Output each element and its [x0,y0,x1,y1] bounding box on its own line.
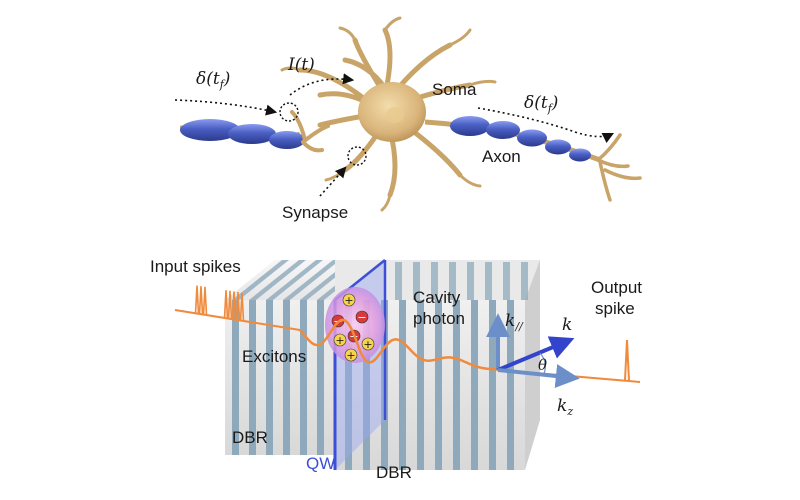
polariton-device: +−−+−++ Input spikes Cavity photon Outpu… [150,257,642,482]
output-label-line2: spike [595,299,635,318]
dbr-right-block [335,260,540,470]
dbr-layer [435,300,442,470]
output-spike [624,339,630,382]
input-spike [227,290,233,319]
outgoing-signal-arrow [477,107,615,144]
current-label: I(t) [287,55,315,75]
dbr-layer [467,262,474,300]
dbr-right-label: DBR [376,463,412,482]
incoming-signal-arrow [174,99,278,116]
dbr-layer [485,262,492,300]
dbr-layer [395,262,402,300]
myelin-segment [545,139,571,155]
dbr-layer [266,260,323,300]
plus-sign: + [346,349,355,362]
input-spike-train [194,285,245,321]
dbr-layer [413,262,420,300]
dbr-layer [471,300,478,470]
excitons-label: Excitons [242,347,306,366]
dbr-layer [507,300,514,470]
cavity-photon-wave [299,318,501,372]
hole-charge [342,293,356,307]
input-spikes-label: Input spikes [150,257,241,276]
input-spike [194,285,200,314]
cavity-label-line2: photon [413,309,465,328]
plus-sign: + [344,294,353,307]
kz-arrow [497,364,580,388]
dbr-layer [417,300,424,470]
dbr-layer [232,300,239,455]
dbr-layer [363,300,370,470]
synapse-marker-upper [279,102,299,122]
hole-charge [344,348,358,362]
plus-sign: + [335,334,344,347]
dbr-layer [249,260,306,300]
dbr-layer [283,260,340,300]
myelin-segment [180,119,240,141]
dbr-layer [449,262,456,300]
input-spike [231,291,237,320]
dbr-layer [399,300,406,470]
dbr-layer [249,300,256,455]
current-arrow [289,73,355,96]
myelin-segment [517,129,547,147]
axon-label: Axon [482,147,521,166]
dbr-layer [521,262,528,300]
dbr-layer [283,300,290,455]
dbr-layer [317,300,324,455]
input-spike [198,286,204,315]
myelin-segment [269,131,305,149]
input-spike [235,292,241,321]
dbr-layer [503,262,510,300]
soma-label: Soma [432,80,477,99]
output-label-line1: Output [591,278,642,297]
delta-tf-right-label: δ(tf) [524,93,558,115]
dbr-left-label: DBR [232,428,268,447]
dbr-layer [489,300,496,470]
wave-vector-diagram [486,313,580,388]
dbr-layer [345,300,352,470]
input-spike [223,290,229,319]
synapse-label: Synapse [282,203,348,222]
kz-label: kz [557,396,573,418]
cavity-label-line1: Cavity [413,288,461,307]
electron-charge [355,310,369,324]
outgoing-axon [424,116,642,202]
neuron-illustration: δ(tf) I(t) Soma δ(tf) Axon Synapse [174,16,642,222]
k-arrow [497,336,575,372]
synapse-marker-lower [347,146,367,166]
dbr-layer [453,300,460,470]
dbr-layer [431,262,438,300]
dbr-layer [232,260,289,300]
myelin-segment [569,148,591,162]
hole-charge [333,333,347,347]
synapse-arrow [319,166,347,197]
input-spike [202,286,208,315]
input-spike [239,292,245,321]
hole-charge [361,337,375,351]
dbr-layer [300,300,307,455]
myelin-segment [486,121,520,139]
dbr-layer [266,300,273,455]
k-label: k [562,315,572,335]
delta-tf-left-label: δ(tf) [196,69,230,91]
plus-sign: + [363,338,372,351]
neuron-cell [280,16,497,212]
myelin-segment [450,116,490,136]
minus-sign: − [357,311,366,324]
theta-label: θ [538,356,547,374]
k-parallel-label: k// [505,311,524,333]
qw-label: QW [306,454,335,473]
incoming-axon [179,110,330,153]
myelin-segment [228,124,276,144]
